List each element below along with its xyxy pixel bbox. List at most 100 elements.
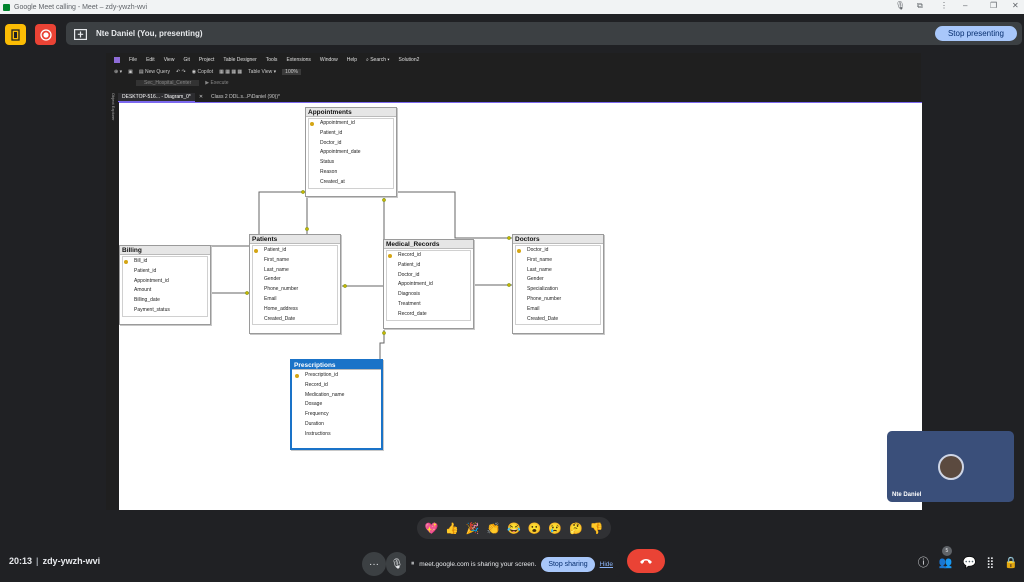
column-row[interactable]: Home_address [264, 305, 298, 312]
table-billing[interactable]: Billing Bill_id Patient_id Appointment_i… [119, 245, 211, 325]
column-row[interactable]: Record_id [387, 251, 470, 261]
host-controls-icon[interactable]: 🔒 [1004, 556, 1018, 569]
column-row[interactable]: Instructions [305, 430, 331, 437]
column-row[interactable]: Last_name [264, 266, 289, 273]
mic-icon[interactable]: 🎙 [386, 552, 408, 576]
column-row[interactable]: Diagnosis [398, 291, 420, 298]
column-row[interactable]: Gender [264, 276, 281, 283]
reaction-thumbs-up-button[interactable]: 👍 [445, 522, 459, 535]
menu-help[interactable]: Help [346, 56, 357, 63]
table-patients[interactable]: Patients Patient_id First_name Last_name… [249, 234, 341, 334]
maximize-icon[interactable]: ❐ [990, 1, 998, 10]
grid-icons[interactable]: ▦ ▦ ▦ ▦ [219, 69, 243, 75]
undo-icon[interactable]: ↶ ↷ [175, 69, 186, 75]
activities-icon[interactable]: ⣿ [986, 556, 995, 569]
menu-git[interactable]: Git [183, 56, 190, 63]
column-row[interactable]: Treatment [398, 300, 421, 307]
column-row[interactable]: Last_name [527, 266, 552, 273]
new-query-button[interactable]: ▤ New Query [138, 69, 170, 75]
reaction-party-button[interactable]: 🎉 [465, 522, 480, 535]
people-icon[interactable]: 👥5 [938, 545, 953, 569]
table-view-button[interactable]: Table View ▾ [248, 69, 277, 75]
menu-project[interactable]: Project [198, 56, 215, 63]
chat-icon[interactable]: 💬 [962, 556, 977, 569]
column-row[interactable]: Record_id [305, 381, 328, 388]
column-row[interactable]: Dosage [305, 401, 323, 408]
reaction-thinking-button[interactable]: 🤔 [569, 522, 583, 535]
menu-view[interactable]: View [163, 56, 175, 63]
hide-link[interactable]: Hide [599, 560, 613, 568]
column-row[interactable]: Bill_id [123, 257, 207, 267]
column-row[interactable]: Patient_id [134, 267, 157, 274]
table-medical-records[interactable]: Medical_Records Record_id Patient_id Doc… [383, 239, 474, 329]
more-options-icon[interactable]: ⋮ [940, 1, 948, 10]
object-explorer-tab[interactable]: Object Explorer [111, 93, 116, 121]
column-row[interactable]: Doctor_id [516, 246, 600, 256]
column-row[interactable]: Doctor_id [320, 139, 342, 146]
column-row[interactable]: Gender [527, 276, 544, 283]
column-row[interactable]: Frequency [305, 411, 329, 418]
stop-presenting-button[interactable]: Stop presenting [935, 26, 1017, 41]
column-row[interactable]: First_name [527, 256, 553, 263]
column-row[interactable]: Doctor_id [398, 271, 420, 278]
table-appointments[interactable]: Appointments Appointment_id Patient_id D… [305, 107, 397, 197]
search-menu[interactable]: ⌕ Search ▾ [366, 56, 390, 63]
timer-icon[interactable] [5, 24, 26, 45]
mic-icon[interactable]: 🎙 [895, 1, 906, 10]
reaction-heart-button[interactable]: 💖 [424, 522, 439, 535]
column-row[interactable]: Duration [305, 420, 324, 427]
self-view-tile[interactable]: Nte Daniel [887, 431, 1014, 502]
copilot-button[interactable]: ◉ Copilot [191, 69, 214, 75]
minimize-icon[interactable]: – [963, 1, 968, 10]
column-row[interactable]: First_name [264, 256, 290, 263]
column-row[interactable]: Prescription_id [294, 371, 379, 381]
reaction-sad-button[interactable]: 😢 [548, 522, 563, 535]
column-row[interactable]: Amount [134, 287, 152, 294]
database-select[interactable]: Sec_Hospital_Center [136, 79, 200, 86]
end-call-button[interactable] [627, 549, 665, 573]
column-row[interactable]: Billing_date [134, 297, 160, 304]
more-actions-icon[interactable]: ··· [362, 552, 386, 576]
column-row[interactable]: Phone_number [264, 286, 299, 293]
reaction-laugh-button[interactable]: 😂 [507, 522, 521, 535]
column-row[interactable]: Email [264, 295, 277, 302]
menu-file[interactable]: File [129, 56, 138, 63]
extensions-icon[interactable]: ⧉ [917, 1, 923, 10]
execute-button[interactable]: ▶ Execute [205, 79, 229, 86]
column-row[interactable]: Appointment_id [309, 119, 393, 129]
reaction-clap-button[interactable]: 👏 [486, 522, 501, 535]
column-row[interactable]: Created_at [320, 178, 345, 185]
menu-table-designer[interactable]: Table Designer [223, 56, 257, 63]
menu-extensions[interactable]: Extensions [286, 56, 311, 63]
column-row[interactable]: Payment_status [134, 306, 170, 313]
close-icon[interactable]: ✕ [1012, 1, 1019, 10]
diagram-canvas[interactable]: Appointments Appointment_id Patient_id D… [119, 102, 922, 510]
table-prescriptions[interactable]: Prescriptions Prescription_id Record_id … [290, 359, 383, 450]
column-row[interactable]: Appointment_id [134, 277, 169, 284]
column-row[interactable]: Patient_id [398, 261, 421, 268]
menu-edit[interactable]: Edit [146, 56, 155, 63]
column-row[interactable]: Record_date [398, 310, 427, 317]
stop-sharing-button[interactable]: Stop sharing [541, 556, 595, 572]
save-icon[interactable]: ▣ [128, 69, 133, 75]
reaction-surprised-button[interactable]: 😮 [527, 522, 542, 535]
meeting-details-icon[interactable]: ⓘ [917, 557, 929, 569]
reaction-thumbs-down-button[interactable]: 👎 [589, 522, 604, 535]
menu-tools[interactable]: Tools [265, 56, 278, 63]
column-row[interactable]: Created_Date [264, 315, 296, 322]
column-row[interactable]: Medication_name [305, 391, 345, 398]
column-row[interactable]: Specialization [527, 286, 558, 293]
tab-ddl-query[interactable]: Class 2 DDL.s...P\Daniel (90))* [211, 94, 280, 100]
close-tab-icon[interactable]: ✕ [198, 94, 204, 100]
column-row[interactable]: Appointment_date [320, 149, 361, 156]
record-icon[interactable] [35, 24, 56, 45]
column-row[interactable]: Patient_id [320, 129, 343, 136]
column-row[interactable]: Reason [320, 168, 338, 175]
column-row[interactable]: Email [527, 305, 540, 312]
back-icon[interactable]: ⊕ ▾ [114, 69, 123, 75]
column-row[interactable]: Created_Date [527, 315, 559, 322]
menu-window[interactable]: Window [319, 56, 338, 63]
column-row[interactable]: Phone_number [527, 295, 562, 302]
column-row[interactable]: Appointment_id [398, 281, 433, 288]
column-row[interactable]: Patient_id [253, 246, 337, 256]
